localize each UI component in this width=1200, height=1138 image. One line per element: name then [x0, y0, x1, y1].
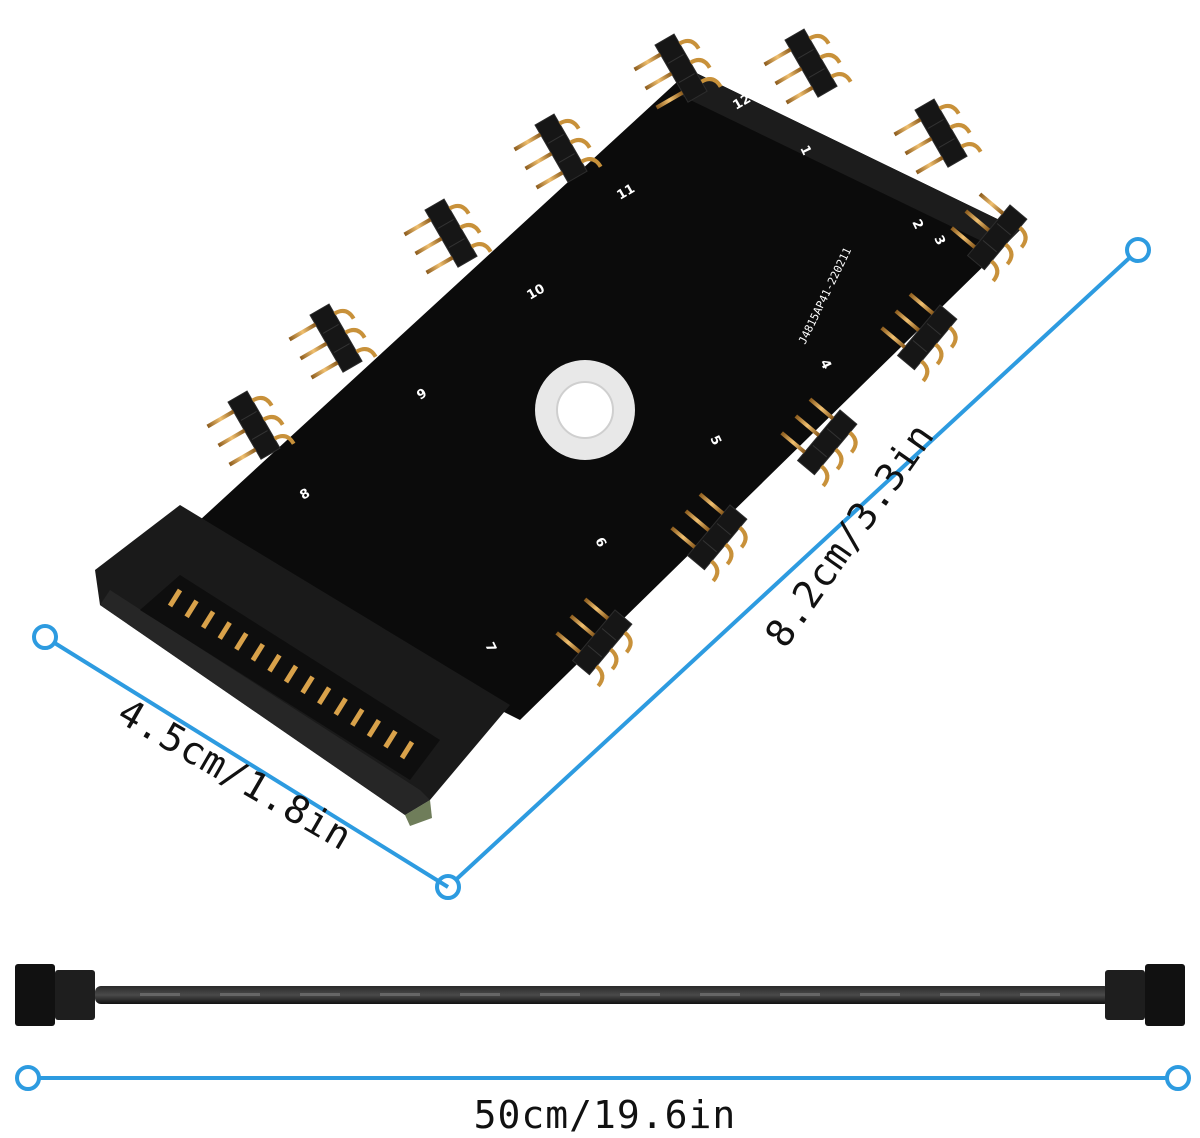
- sata-contact-pin: [217, 621, 232, 640]
- sata-contact-pin: [399, 740, 415, 760]
- sata-contact-pin: [333, 697, 348, 716]
- sata-contact-pin: [283, 664, 299, 684]
- cable-segment-mark: [300, 993, 340, 996]
- sata-contact-pin: [383, 729, 398, 749]
- sata-contact-pin: [234, 632, 249, 651]
- cable-segment-mark: [1020, 993, 1060, 996]
- sata-contact-pin: [250, 642, 265, 662]
- sata-contact-pin: [201, 610, 216, 630]
- extension-cable: [15, 964, 1185, 1026]
- splitter-board: J4815AP41-220211 1 2 3 4 5 6 7: [95, 20, 1040, 826]
- sata-contact-pin: [300, 675, 315, 695]
- cable-segment-mark: [460, 993, 500, 996]
- cable-dimension: 50cm/19.6in: [15, 1065, 1191, 1137]
- cable-segment-mark: [940, 993, 980, 996]
- sata-connector: [95, 505, 510, 826]
- cable-segment-mark: [220, 993, 260, 996]
- cable-segment-mark: [140, 993, 180, 996]
- sata-contact-pin: [184, 599, 199, 619]
- cable-segment-mark: [780, 993, 820, 996]
- cable-segment-mark: [620, 993, 660, 996]
- cable-segment-mark: [700, 993, 740, 996]
- sata-contact-pin: [366, 718, 381, 738]
- cable-segment-mark: [540, 993, 580, 996]
- cable-segment-mark: [860, 993, 900, 996]
- sata-contact-pin: [167, 588, 183, 608]
- cable-length-label: 50cm/19.6in: [474, 1093, 737, 1137]
- sata-contact-pin: [317, 686, 332, 706]
- sata-contacts: [167, 588, 415, 760]
- sata-contact-pin: [267, 653, 282, 673]
- connector-right: [1105, 964, 1185, 1026]
- connector-left: [15, 964, 95, 1026]
- cable-segment-mark: [380, 993, 420, 996]
- sata-contact-pin: [350, 708, 365, 727]
